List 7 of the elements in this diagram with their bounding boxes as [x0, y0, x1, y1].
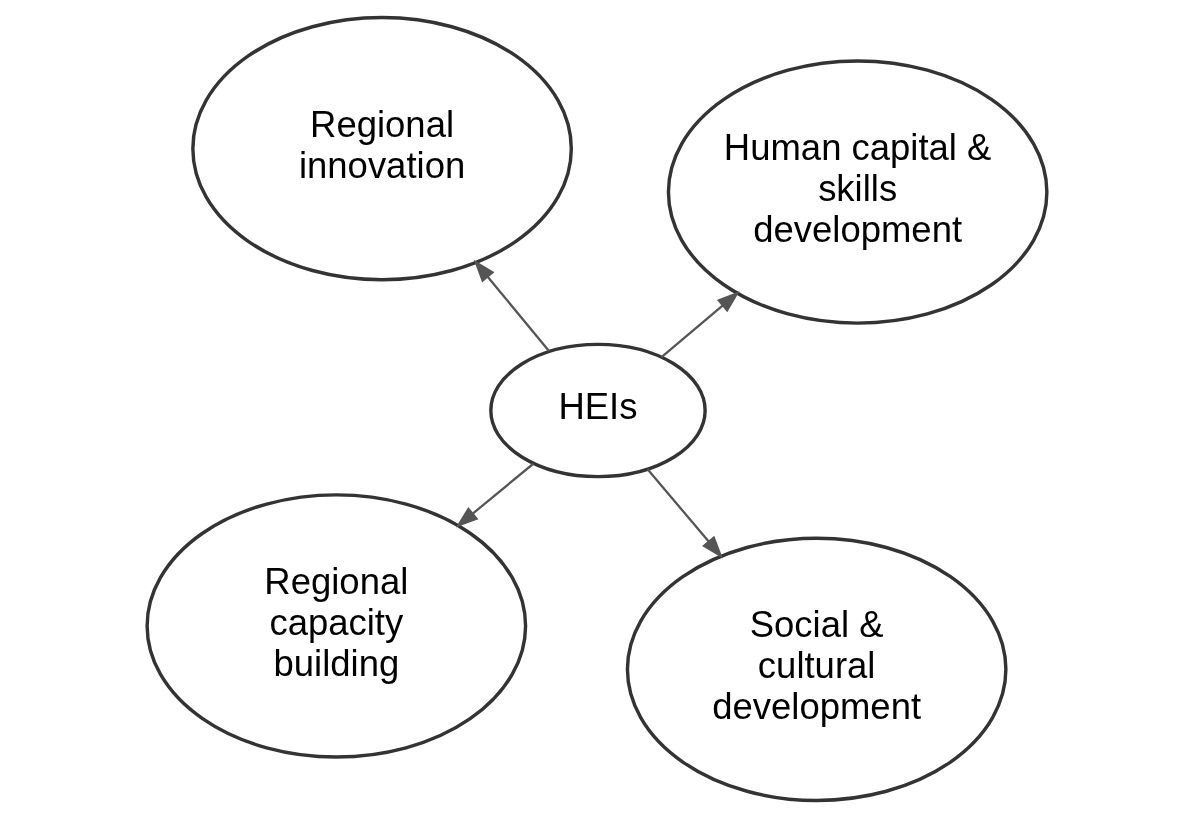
- arrow: [455, 462, 535, 528]
- node-ellipse: Regional capacity building: [145, 493, 528, 759]
- arrow: [473, 259, 550, 352]
- node-ellipse: Human capital & skills development: [666, 59, 1049, 325]
- arrow: [646, 468, 723, 559]
- arrow: [660, 291, 740, 358]
- node-ellipse: HEIs: [489, 342, 707, 479]
